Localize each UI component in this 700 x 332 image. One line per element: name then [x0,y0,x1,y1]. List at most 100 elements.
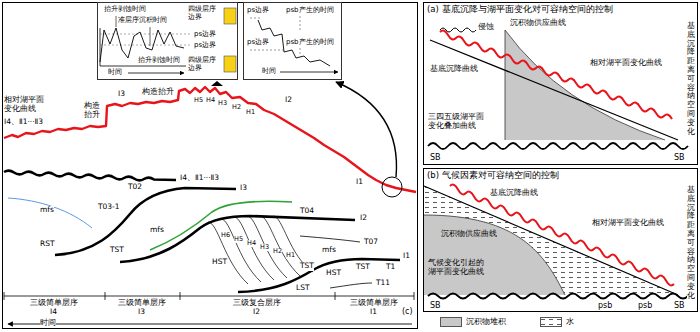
annotation-label: 基底沉降曲线 [430,64,478,73]
stacked-curve [428,143,688,149]
annotation-label: mfs [150,226,164,235]
annotation-label: Ⅰ4、Ⅱ1···Ⅱ3 [180,174,219,183]
lake-level-curve [440,31,672,119]
annotation-label: LST [296,284,310,293]
time-arrow [8,324,412,325]
annotation-label: Ⅰ3 [138,308,145,317]
annotation-label: HST [326,269,341,278]
annotation-label: 基底沉降曲线 [490,188,538,197]
sediment-curve [424,215,565,295]
annotation-label: SB [674,301,685,310]
annotation-label: Ⅰ1 [403,252,410,261]
annotation-label: H5 [234,236,243,243]
annotation-label: Ⅰ4、Ⅱ1···Ⅱ3 [4,118,43,127]
panel-frame: (b) 气候因素对可容纳空间的控制 [423,168,698,312]
annotation-label: Ⅰ2 [253,308,260,317]
annotation-label: SB [430,301,441,310]
clinoform [208,222,248,284]
annotation-label: 四级层序边界 [188,56,222,72]
annotation-label: TST [300,262,314,271]
annotation-label: psb [598,301,612,310]
clinoform [260,216,300,276]
boundary-block [224,8,236,24]
annotation-label: Ⅰ4 [50,308,57,317]
annotation-label: mfs [40,206,54,215]
annotation-label: H1 [246,109,255,116]
annotation-label: ps边界 [247,38,269,46]
inset-box: ps边界psb产生的时间ps边界psb产生的时间时间 [243,2,342,80]
annotation-label: H2 [232,104,241,111]
annotation-label: 构造抬升 [84,102,102,119]
annotation-label: 准层序沉积时间 [118,16,167,24]
annotation-label: (c) [402,307,413,316]
annotation-label: 气候变化引起的湖平面变化曲线 [428,258,486,276]
climate-curve [428,294,688,299]
sequence-section [4,81,416,324]
zoom-arrow [211,81,223,86]
annotation-label: T11 [376,279,390,288]
time-arrow [280,72,338,73]
annotation-label: T03-1 [98,203,120,212]
annotation-label: 抬升剥蚀时间 [104,5,146,13]
annotation-label: TST [356,263,370,272]
annotation-label: 相对湖平面变化曲线 [590,58,662,67]
clinoform [247,216,287,278]
water-fill [424,186,678,295]
guide-line [250,16,300,56]
annotation-label: H4 [247,240,256,247]
zoom-arrow [336,82,397,177]
legend-swatch [540,317,562,327]
legend-text: 沉积物堆积 [466,317,506,326]
annotation-label: psb产生的时间 [286,6,334,14]
annotation-label: H4 [206,97,215,104]
clinoform [273,216,313,272]
boundary-block [224,56,236,72]
sequence-boundary [238,259,400,292]
annotation-label: 三级简单层序 [350,299,398,308]
green-surface [150,201,292,250]
annotation-label: 三级简单层序 [30,299,78,308]
annotation-label: TST [110,246,124,255]
panel-title: (b) 气候因素对可容纳空间的控制 [427,171,559,181]
annotation-label: 时间 [262,67,276,75]
annotation-label: Ⅰ1 [370,308,377,317]
annotation-label: SB [430,153,441,162]
annotation-label: 构造抬升 [142,88,174,97]
inset-box: 抬升剥蚀时间准层序沉积时间四级层序边界ps边界ps边界抬升剥蚀时间四级层序边界时… [97,2,238,80]
clinoform [234,217,274,280]
annotation-label: Ⅰ3 [118,90,125,99]
annotation-label: H3 [218,100,227,107]
annotation-label: 三四五级湖平面变化叠加曲线 [428,112,486,130]
panel-a-plot [428,28,688,149]
annotation-label: Ⅰ1 [356,178,363,187]
annotation-label: T02 [128,183,142,192]
annotation-label: ps边界 [194,30,216,38]
annotation-label: 三级复合层序 [233,299,281,308]
annotation-label: mfs [322,246,336,255]
annotation-label: HST [212,258,227,267]
annotation-label: H1 [286,252,295,259]
panel-title: (a) 基底沉降与湖平面变化对可容纳空间的控制 [427,5,613,15]
legend-text: 水 [566,317,574,326]
axis-label: 基底沉降距离可容纳空间变化 [687,186,695,300]
annotation-label: Ⅰ2 [360,214,367,223]
annotation-label: psb产生的时间 [286,38,334,46]
legend-swatch [440,317,462,327]
annotation-label: 相对湖平面变化曲线 [592,218,664,227]
time-arrow [128,73,184,74]
annotation-label: 抬升剥蚀时间 [138,56,180,64]
annotation-label: 沉积物供应曲线 [441,229,497,238]
annotation-label: RST [40,240,55,249]
subsidence-line [424,186,678,295]
annotation-label: 时间 [108,68,122,76]
annotation-label: psb [638,301,652,310]
annotation-label: T04 [300,207,314,216]
annotation-label: H6 [221,232,230,239]
annotation-label: Ⅰ3 [240,184,247,193]
axis-label: 基底沉降距离可容纳空间变化 [687,22,695,136]
annotation-label: T07 [364,238,378,247]
legend-entry: 沉积物堆积 [440,317,506,327]
surface-line [300,236,360,242]
annotation-label: 相对湖平面变化曲线 [4,96,48,113]
